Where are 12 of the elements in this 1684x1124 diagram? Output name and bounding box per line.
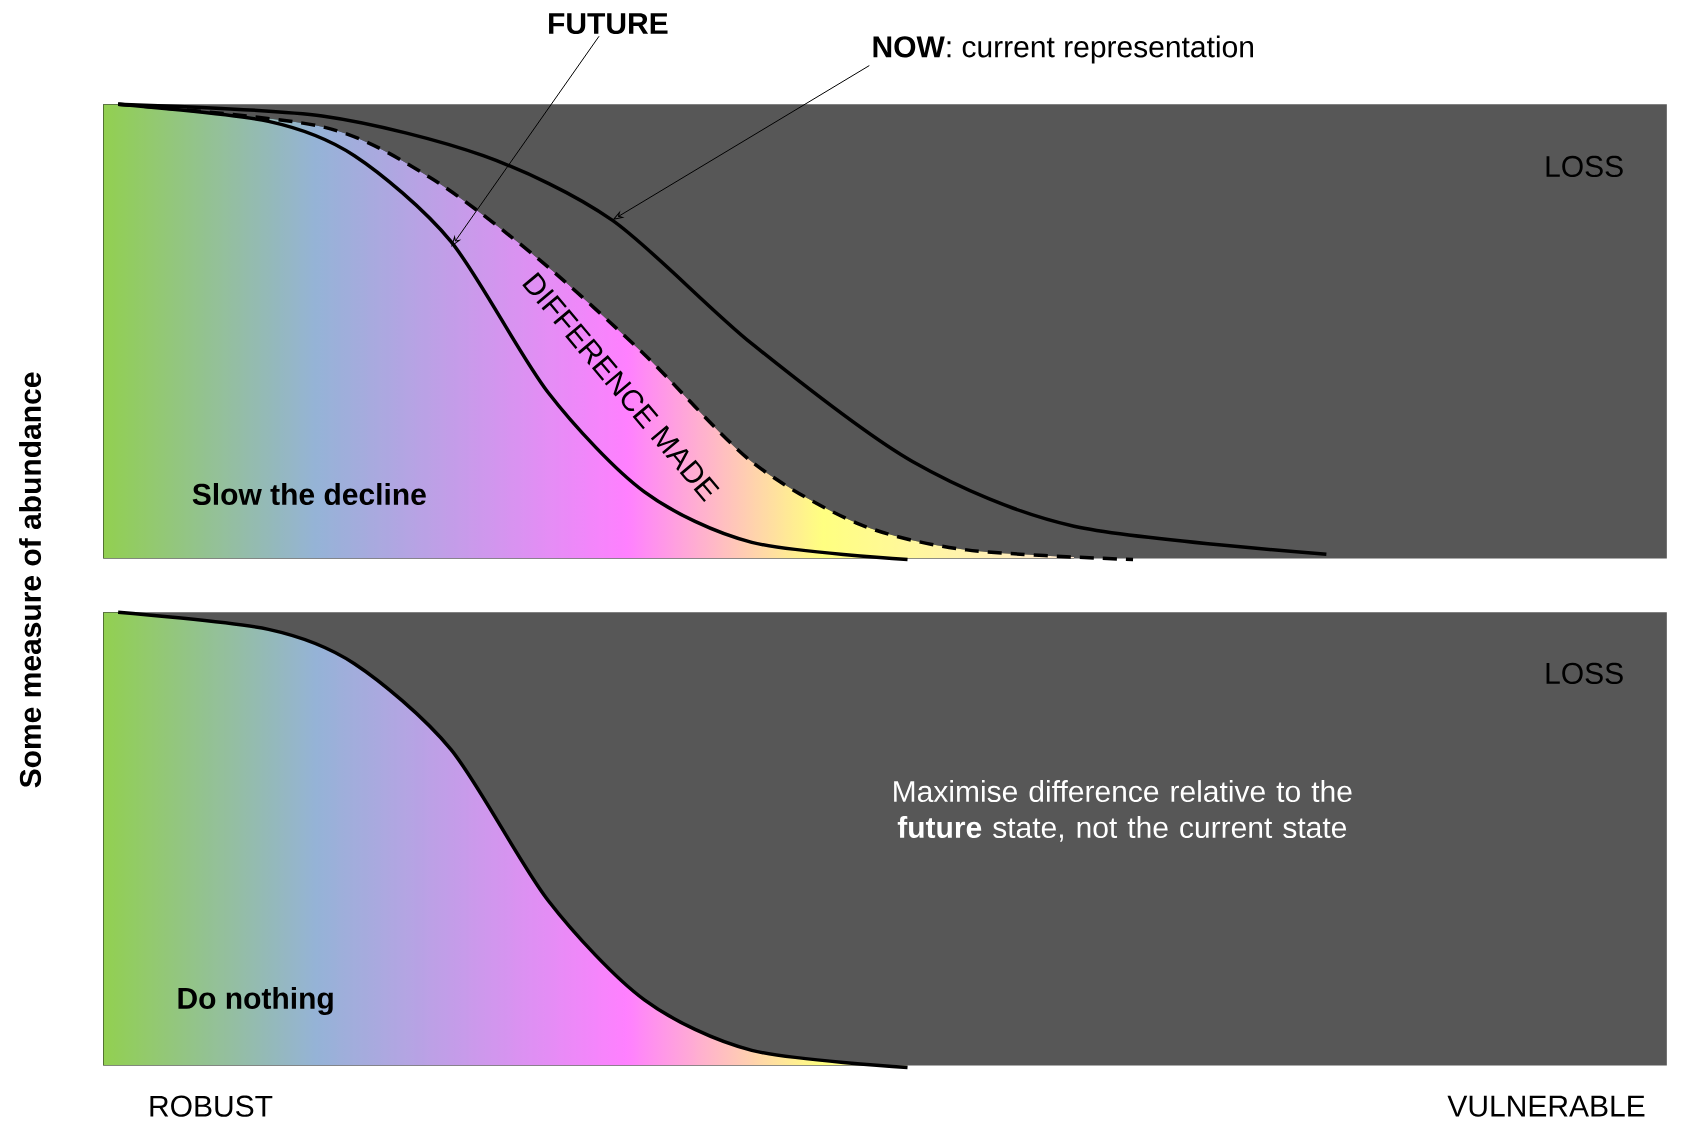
panel-label: Slow the decline	[192, 482, 426, 505]
panel-label: Do nothing	[178, 986, 333, 1015]
region-label: LOSS	[1546, 662, 1623, 684]
axis-label: VULNERABLE	[1447, 1095, 1645, 1117]
region-label: LOSS	[1546, 155, 1623, 177]
note-text: Maximise difference relative to the future state, not the current state	[894, 779, 1352, 842]
callout-text: FUTURE	[549, 12, 668, 34]
leader-line	[451, 35, 600, 246]
axis-label: Some measure of abundance	[19, 372, 42, 788]
leader-line	[613, 64, 870, 220]
axis-label: ROBUST	[150, 1095, 273, 1117]
callout-text: NOW: current representation	[873, 35, 1253, 64]
